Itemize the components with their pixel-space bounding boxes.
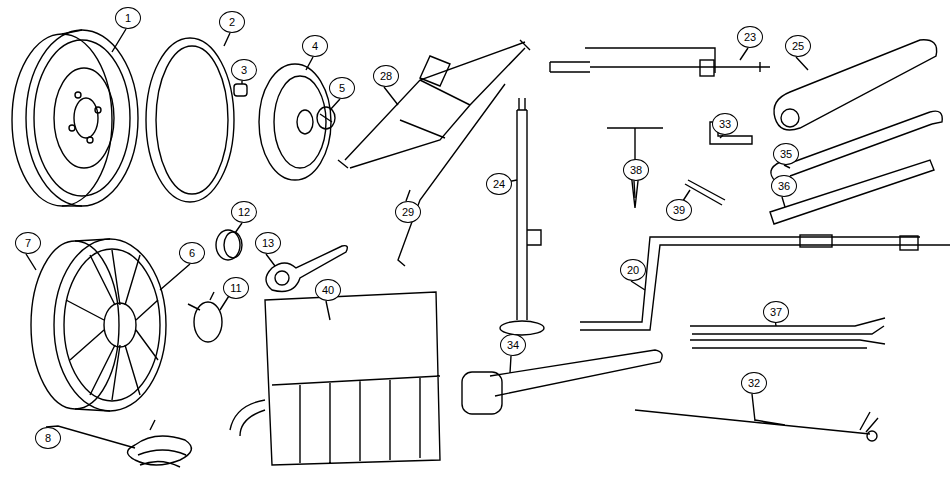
callout-number: 29 — [395, 201, 421, 223]
callout-number: 23 — [737, 26, 763, 48]
callout-number: 20 — [620, 259, 646, 281]
callout-number: 36 — [771, 175, 797, 197]
callout-number: 3 — [231, 59, 257, 81]
callout-number: 5 — [329, 77, 355, 99]
callout-number: 8 — [35, 427, 61, 449]
callout-number: 33 — [712, 113, 738, 135]
callout-number: 32 — [741, 372, 767, 394]
callout-number: 38 — [623, 159, 649, 181]
callout-number: 39 — [666, 199, 692, 221]
callout-number: 13 — [255, 232, 281, 254]
callout-number: 12 — [231, 201, 257, 223]
callout-number: 6 — [179, 242, 205, 264]
callout-number: 28 — [373, 65, 399, 87]
callout-number: 2 — [219, 11, 245, 33]
callout-number: 4 — [302, 35, 328, 57]
callout-number: 1 — [115, 7, 141, 29]
callout-number: 40 — [315, 279, 341, 301]
callout-number: 11 — [223, 277, 249, 299]
callout-number: 25 — [785, 35, 811, 57]
callout-number: 35 — [773, 143, 799, 165]
callout-number: 34 — [500, 334, 526, 356]
callout-number: 7 — [15, 232, 41, 254]
callout-number: 24 — [486, 173, 512, 195]
callout-number: 37 — [763, 301, 789, 323]
